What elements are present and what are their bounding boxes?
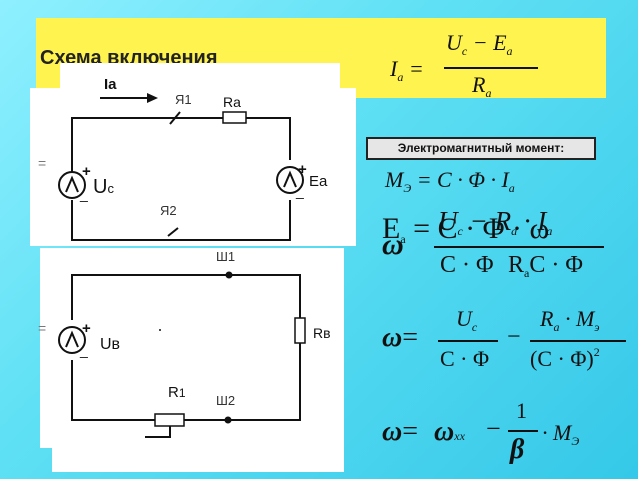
field-wire-right	[184, 343, 301, 421]
terminal-sh2	[224, 416, 232, 424]
speed-equation-overlap-numerator: Uc − Ra · Ia	[438, 206, 553, 238]
armature-resistor-label: Ra	[223, 94, 241, 110]
speed-equation-fraction-line-1	[438, 340, 498, 342]
armature-wire-top-right	[246, 117, 291, 160]
source-uc-label: Uc	[93, 176, 114, 198]
speed-equation-fraction-line-2	[530, 340, 626, 342]
emf-equation-overlap: Ea = C · Φ · ω	[382, 212, 550, 246]
field-circuit-panel-bottom	[52, 248, 344, 472]
brush-top-mark	[169, 111, 181, 125]
speed-final-fraction-den: β	[510, 434, 525, 465]
current-equation-denominator: Ra	[472, 72, 492, 100]
speed-equation-minus: −	[507, 324, 521, 350]
equals-sign-top: =	[38, 155, 47, 171]
armature-circuit-panel-left	[30, 88, 356, 246]
terminal-sh1	[225, 271, 233, 279]
speed-equation-overlap-denominator-2: RaC · Φ	[508, 252, 583, 280]
armature-resistor	[222, 111, 247, 124]
speed-final-fraction-line	[508, 430, 538, 432]
field-wire-left	[71, 360, 155, 421]
field-terminal-top-label: Ш1	[216, 249, 236, 264]
speed-equation-numerator-1: Uc	[456, 306, 478, 334]
brush-top-label: Я1	[175, 92, 192, 107]
speed-equation-denominator-1: C · Φ	[440, 346, 490, 371]
speed-final-fraction-num: 1	[516, 398, 527, 423]
field-wire-top	[71, 274, 301, 320]
current-arrow	[100, 93, 158, 103]
plus-sign-uv: +	[82, 320, 91, 337]
back-emf-label: Ea	[309, 173, 328, 190]
plus-sign-uc: +	[82, 163, 91, 180]
armature-wire-bottom	[71, 200, 291, 241]
speed-equation-denominator-2: (C · Φ)2	[530, 345, 600, 371]
minus-sign-uc: _	[80, 186, 88, 202]
minus-sign-uv: _	[80, 342, 88, 358]
speed-final-tail: · MЭ	[542, 420, 580, 448]
speed-equation-numerator-2: Ra · Mэ	[540, 306, 600, 334]
field-rheostat	[154, 413, 185, 427]
plus-sign-ea: +	[298, 161, 307, 178]
field-resistor	[294, 317, 306, 344]
speed-equation-overlap-denominator: C · Φ	[440, 252, 494, 278]
speed-final-idle: ωхх	[434, 416, 465, 447]
field-resistor-label: Rв	[313, 325, 331, 341]
moment-label: Электромагнитный момент:	[366, 137, 596, 160]
speed-equation-overlap-fraction-line	[434, 246, 604, 248]
speed-equation-lhs: ω=	[382, 322, 419, 353]
moment-equation: MЭ = C · Φ · Ia	[385, 167, 515, 195]
field-rheostat-label: R1	[168, 384, 186, 401]
brush-bottom-mark	[167, 227, 179, 237]
minus-sign-ea: _	[296, 183, 304, 199]
speed-final-lhs: ω=	[382, 416, 419, 447]
current-label: Ia	[104, 76, 117, 93]
brush-bottom-label: Я2	[160, 203, 177, 218]
rheostat-wiper	[145, 425, 171, 438]
equals-sign-bottom: =	[38, 320, 47, 336]
current-equation-numerator: Uc − Ea	[446, 30, 513, 58]
field-voltage-label: Uв	[100, 336, 121, 353]
current-equation-lhs: Ia =	[390, 56, 424, 84]
speed-final-minus: −	[486, 414, 501, 443]
speed-equation-overlap-lhs: ω	[382, 228, 404, 261]
field-terminal-bottom-label: Ш2	[216, 393, 236, 408]
current-equation-fraction-line	[444, 67, 538, 69]
armature-wire-top-left	[71, 117, 223, 180]
